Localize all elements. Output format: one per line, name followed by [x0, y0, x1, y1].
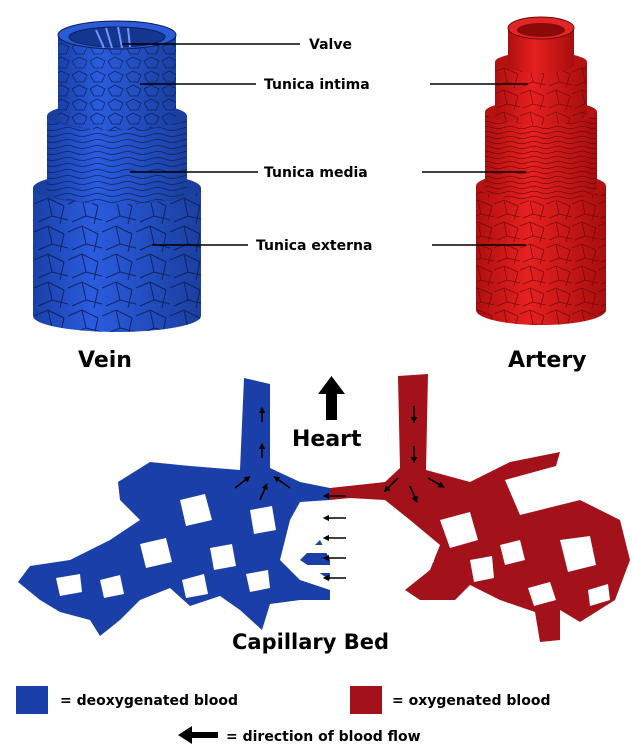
- legend-deoxygenated-text: = deoxygenated blood: [60, 693, 238, 709]
- label-vein: Vein: [78, 348, 132, 373]
- label-tunica-intima: Tunica intima: [264, 77, 370, 93]
- legend-arrow-icon: [178, 726, 218, 744]
- artery-illustration: [476, 17, 606, 325]
- label-capillary-bed: Capillary Bed: [232, 630, 389, 654]
- legend-oxygenated-text: = oxygenated blood: [392, 693, 550, 709]
- label-valve: Valve: [309, 37, 352, 53]
- vein-illustration: [33, 21, 201, 332]
- label-tunica-media: Tunica media: [264, 165, 368, 181]
- heart-direction-arrow: [318, 376, 345, 420]
- capillary-bed: [18, 374, 630, 642]
- legend: = deoxygenated blood = oxygenated blood …: [16, 686, 550, 745]
- legend-direction-text: = direction of blood flow: [226, 729, 421, 745]
- legend-swatch-deoxygenated: [16, 686, 48, 714]
- label-heart: Heart: [292, 427, 362, 452]
- legend-swatch-oxygenated: [350, 686, 382, 714]
- label-tunica-externa: Tunica externa: [256, 238, 372, 254]
- label-artery: Artery: [508, 348, 587, 373]
